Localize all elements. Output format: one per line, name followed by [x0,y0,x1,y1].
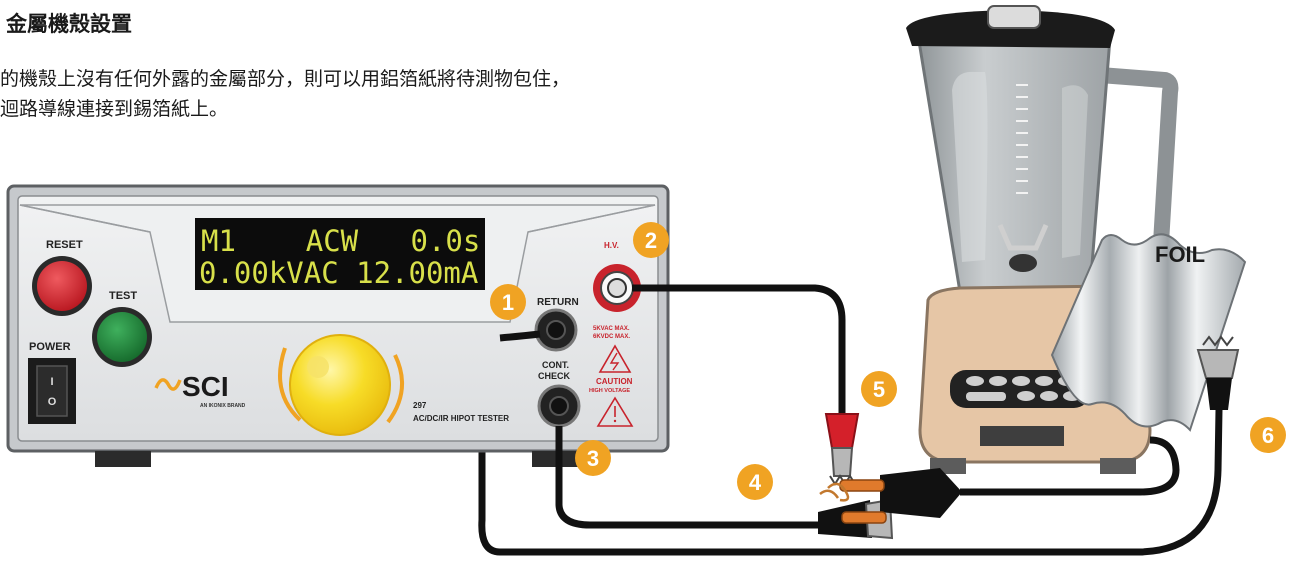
caution-warning-icon [596,396,634,427]
return-label: RETURN [537,297,579,308]
reset-label: RESET [46,239,83,251]
tester-display [195,218,485,290]
hv-rating-2: 6KVDC MAX. [593,334,630,340]
hv-label: H.V. [604,241,619,250]
marker-6: 6 [1250,417,1286,453]
cont-check-lead [555,426,820,529]
power-label: POWER [29,341,71,353]
marker-4: 4 [737,464,773,500]
knob-arc-right [386,354,405,424]
marker-6-label: 6 [1262,423,1274,448]
blender-plug [819,468,962,524]
power-on-symbol: I [50,376,53,388]
description-line-2: 迴路導線連接到錫箔紙上。 [0,98,229,120]
foil-label: FOIL [1155,242,1205,267]
marker-5: 5 [861,371,897,407]
test-button[interactable] [97,312,147,362]
reset-button[interactable] [37,261,87,311]
marker-1-label: 1 [502,290,514,315]
knob-grip [307,356,329,378]
caution-subtitle: HIGH VOLTAGE [589,388,630,394]
cont-check-label-1: CONT. [542,360,569,370]
foil-sheet [1050,233,1247,432]
power-switch[interactable] [36,365,68,417]
marker-5-label: 5 [873,377,885,402]
hv-alligator-clip [824,413,860,486]
display-line-1: M1 ACW 0.0s [201,224,480,258]
hv-lead [632,284,846,415]
blender-display [980,426,1064,446]
blender [906,5,1180,496]
sci-logo-wave [154,378,182,391]
power-off-symbol: O [48,396,57,408]
model-name: AC/DC/IR HIPOT TESTER [413,414,509,423]
test-label: TEST [109,290,137,302]
knob-arc-left [278,347,302,422]
return-lead [499,330,541,342]
marker-2: 2 [633,222,669,258]
description-line-1: 的機殼上沒有任何外露的金屬部分，則可以用鋁箔紙將待測物包住， [0,68,571,90]
hv-rating-1: 5KVAC MAX. [593,326,630,332]
brand-subtitle: AN IKONIX BRAND [200,403,246,409]
marker-4-label: 4 [749,470,762,495]
marker-1: 1 [490,284,526,320]
model-number: 297 [413,401,427,410]
caution-label: CAUTION [596,377,633,386]
hv-warning-icon [598,344,632,373]
brand-logo: SCI [182,371,229,402]
cont-check-label-2: CHECK [538,371,571,381]
adjustment-knob[interactable] [289,334,391,436]
display-line-2: 0.00kVAC 12.00mA [199,256,478,290]
marker-2-label: 2 [645,228,657,253]
page-title: 金屬機殼設置 [6,12,132,36]
marker-3: 3 [575,440,611,476]
marker-3-label: 3 [587,446,599,471]
